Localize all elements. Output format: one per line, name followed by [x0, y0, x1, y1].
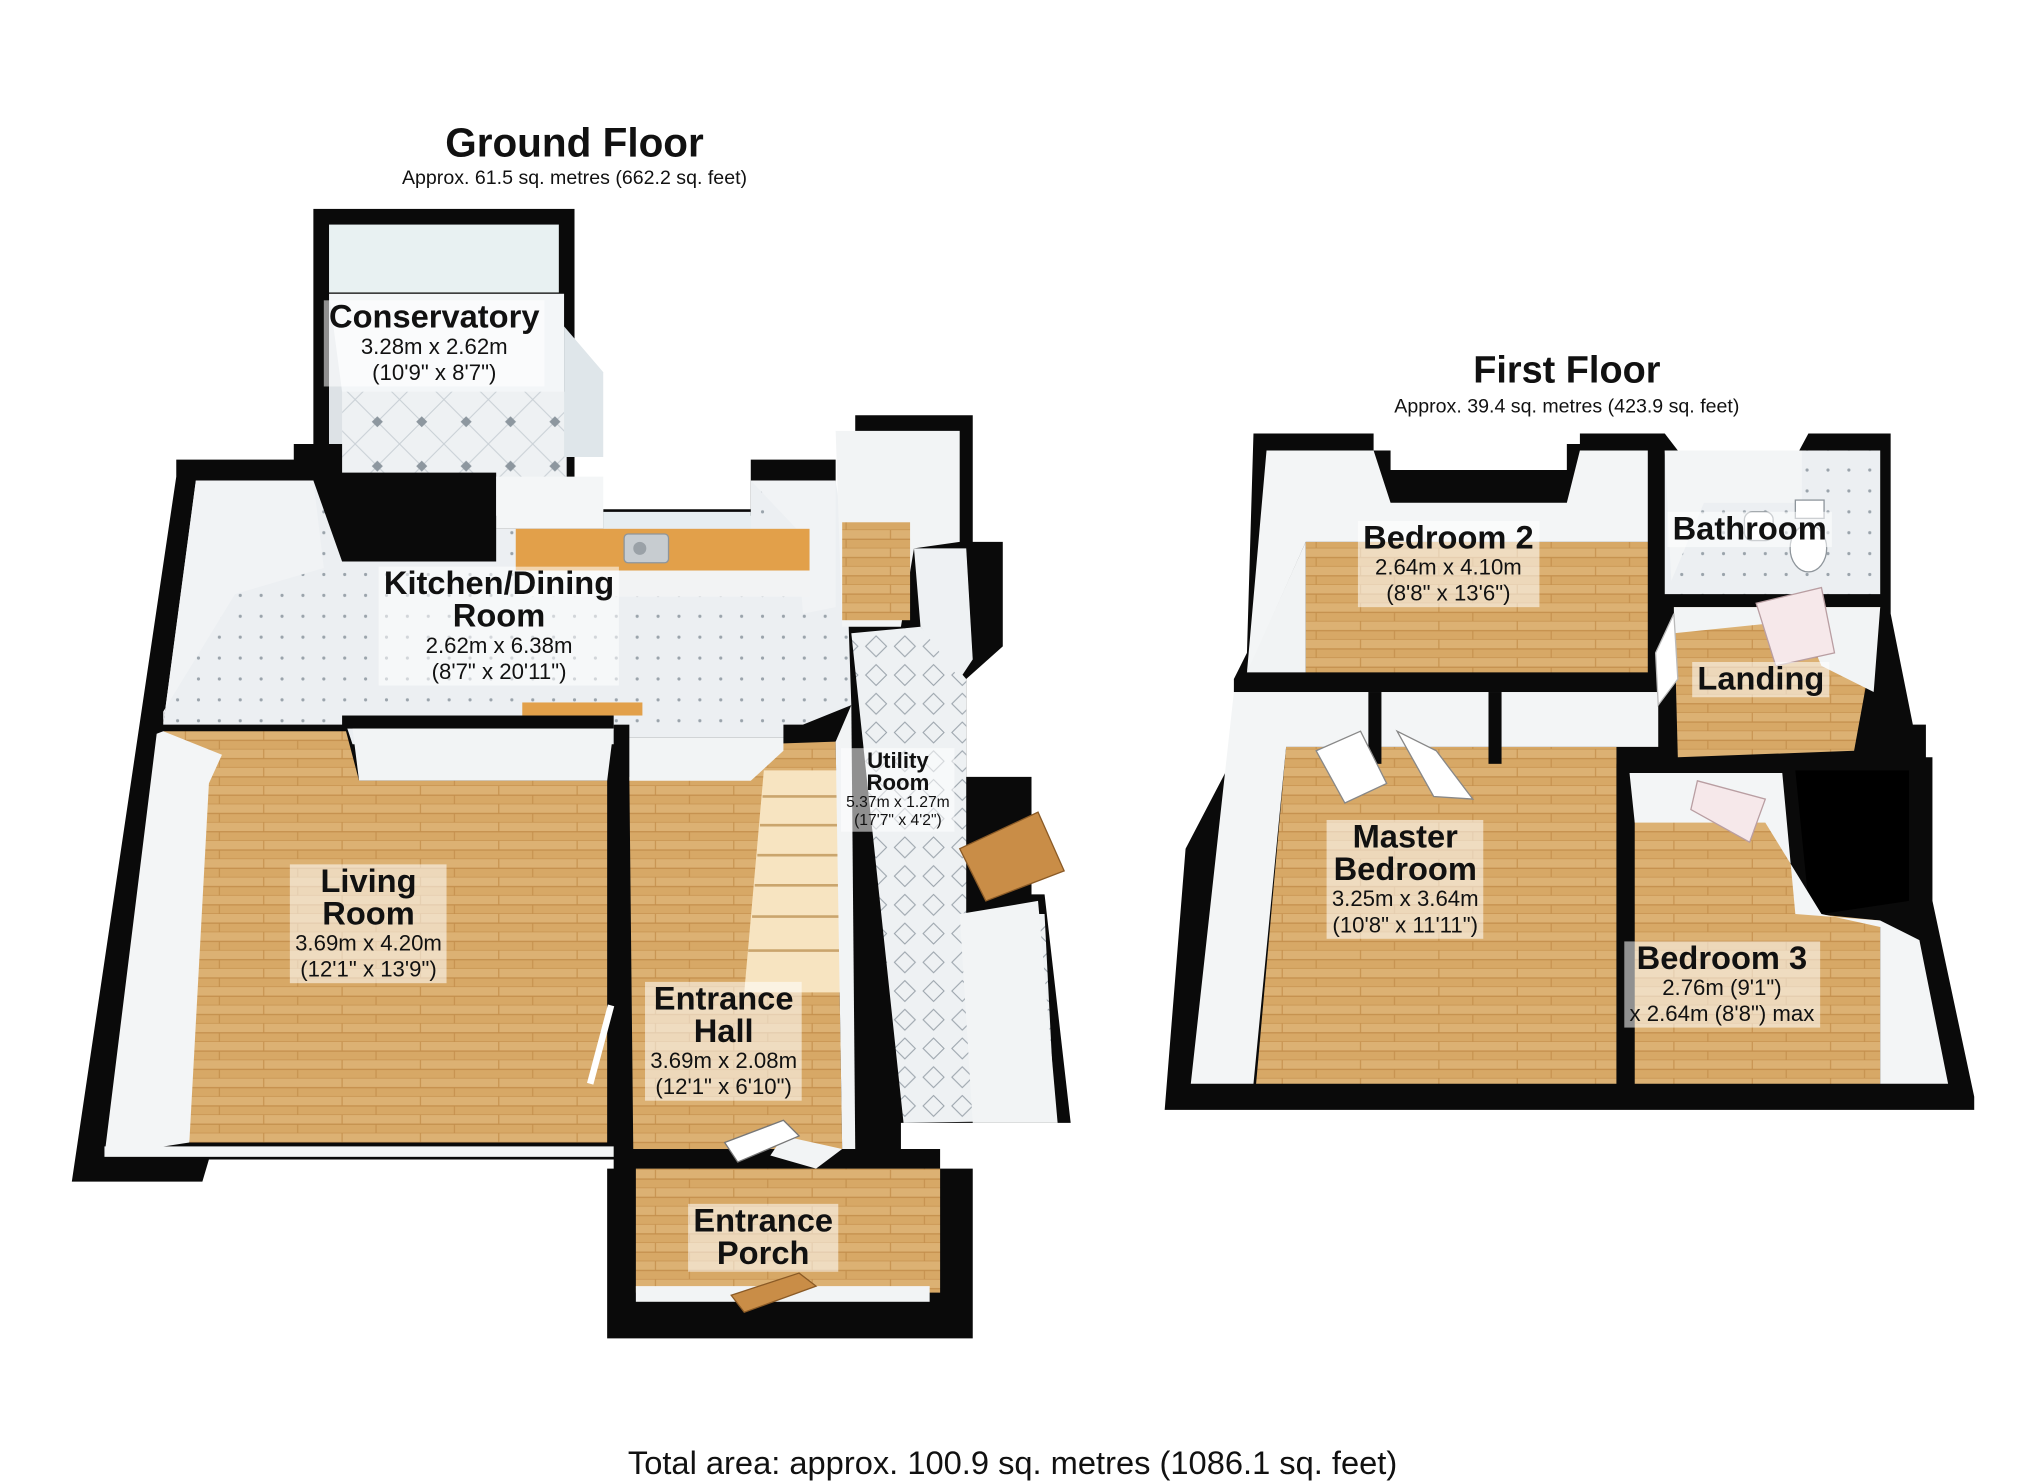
label-living-room: Living Room 3.69m x 4.20m (12'1" x 13'9"…: [289, 863, 448, 984]
room-dimensions: 3.25m x 3.64m: [1331, 886, 1479, 912]
room-dimensions: 2.64m x 4.10m: [1374, 554, 1522, 580]
room-name-line1: Entrance: [693, 1202, 834, 1240]
wardrobe-door-1: [1315, 730, 1388, 804]
label-landing: Landing: [1692, 660, 1830, 698]
room-dimensions-imperial: (12'1" x 13'9"): [300, 956, 437, 982]
room-name-line2: Room: [452, 598, 546, 635]
label-kitchen-dining: Kitchen/Dining Room 2.62m x 6.38m (8'7" …: [378, 565, 620, 686]
first-floor-title: First Floor: [1473, 349, 1661, 392]
ground-floor-area: Approx. 61.5 sq. metres (662.2 sq. feet): [401, 167, 748, 190]
room-name-line1: Master: [1352, 818, 1458, 856]
room-dimensions: 3.69m x 4.20m: [295, 930, 442, 956]
room-dimensions: 5.37m x 1.27m: [846, 792, 950, 811]
room-dimensions-imperial: (8'8" x 13'6"): [1386, 580, 1511, 606]
room-name-line1: Utility: [867, 748, 929, 773]
ground-floor-title: Ground Floor: [445, 120, 704, 166]
label-entrance-porch: Entrance Porch: [688, 1202, 839, 1272]
label-conservatory: Conservatory 3.28m x 2.62m (10'9" x 8'7"…: [323, 299, 545, 387]
room-name-line2: Hall: [693, 1013, 754, 1050]
label-master-bedroom: Master Bedroom 3.25m x 3.64m (10'8" x 11…: [1326, 818, 1484, 939]
utility-back-door: [958, 811, 1066, 902]
room-name: Conservatory: [329, 299, 540, 336]
total-area: Total area: approx. 100.9 sq. metres (10…: [627, 1445, 1398, 1482]
room-name: Bathroom: [1672, 510, 1827, 548]
room-name: Bedroom 2: [1363, 519, 1534, 557]
room-dimensions-imperial: (8'7" x 20'11"): [431, 658, 567, 684]
stairwell-void: [1795, 770, 1909, 914]
room-name: Bedroom 3: [1636, 940, 1808, 977]
label-bedroom-3: Bedroom 3 2.76m (9'1") x 2.64m (8'8") ma…: [1624, 940, 1820, 1028]
room-dimensions-imperial: (12'1" x 6'10"): [655, 1073, 792, 1099]
room-dimensions-imperial: (17'7" x 4'2"): [854, 810, 942, 829]
room-dimensions: 2.76m (9'1"): [1662, 975, 1782, 1001]
room-name-line1: Living: [320, 863, 417, 900]
room-name-line1: Entrance: [653, 980, 794, 1018]
bedroom-3-door: [1690, 780, 1767, 844]
staircase: [744, 770, 849, 993]
room-dimensions: 2.62m x 6.38m: [425, 633, 573, 659]
room-name: Landing: [1697, 660, 1825, 698]
first-floor-plan: [1164, 433, 1975, 1110]
radiator: [723, 1119, 801, 1163]
room-dimensions: 3.69m x 2.08m: [650, 1048, 798, 1074]
label-utility-room: Utility Room 5.37m x 1.27m (17'7" x 4'2"…: [840, 748, 955, 832]
room-dimensions-imperial: (10'8" x 11'11"): [1332, 912, 1479, 937]
entrance-porch-door: [730, 1272, 818, 1314]
landing-door: [1755, 586, 1836, 667]
label-bathroom: Bathroom: [1667, 510, 1832, 548]
room-name-line2: Room: [866, 770, 930, 796]
wardrobe-door-2: [1395, 729, 1475, 800]
label-entrance-hall: Entrance Hall 3.69m x 2.08m (12'1" x 6'1…: [645, 980, 803, 1101]
room-dimensions-imperial: (10'9" x 8'7"): [372, 359, 497, 385]
room-dimensions-imperial: x 2.64m (8'8") max: [1629, 1000, 1815, 1026]
first-floor-area: Approx. 39.4 sq. metres (423.9 sq. feet): [1394, 395, 1740, 418]
room-name-line1: Kitchen/Dining: [383, 565, 615, 602]
room-name-line2: Room: [322, 895, 415, 933]
room-name-line2: Porch: [716, 1235, 810, 1272]
room-dimensions: 3.28m x 2.62m: [360, 334, 508, 360]
room-name-line2: Bedroom: [1333, 851, 1477, 888]
label-bedroom-2: Bedroom 2 2.64m x 4.10m (8'8" x 13'6"): [1357, 519, 1539, 608]
